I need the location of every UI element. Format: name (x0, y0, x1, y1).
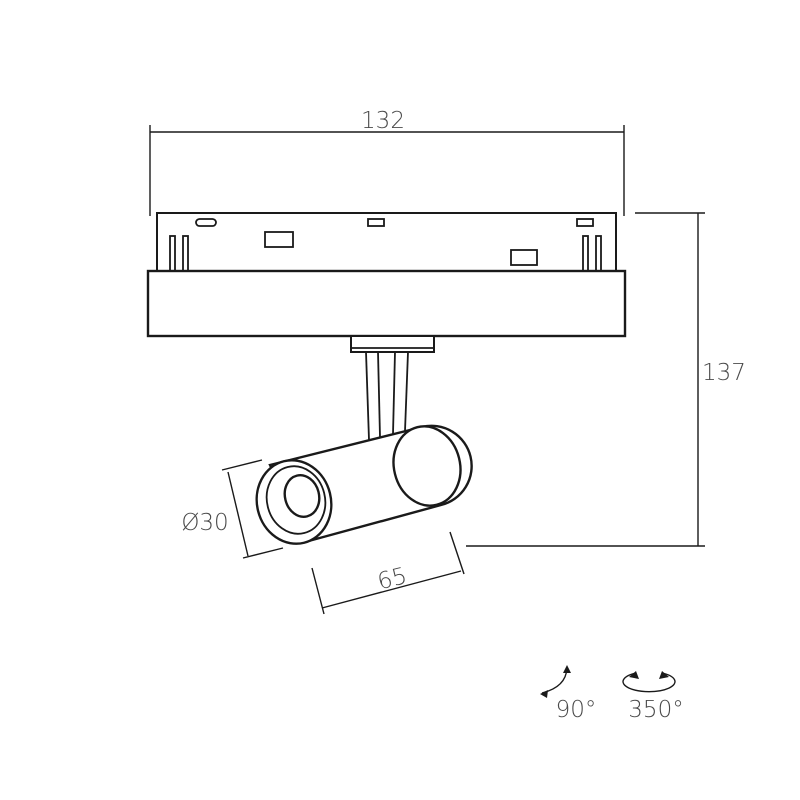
pan-rotation: 350° (622, 671, 684, 723)
tilt-rotation: 90° (540, 665, 596, 723)
spotlight-head (255, 424, 473, 545)
width-dimension-label: 132 (361, 108, 405, 134)
diameter-dimension: Ø30 (181, 459, 284, 559)
height-dimension-label: 137 (702, 360, 746, 386)
pan-angle-label: 350° (628, 697, 683, 723)
tilt-angle-label: 90° (556, 697, 597, 723)
width-dimension: 132 (149, 108, 625, 216)
diameter-dimension-label: Ø30 (181, 510, 228, 536)
tilt-arrow-icon (540, 665, 571, 698)
track-adapter (156, 212, 617, 274)
connector-block (350, 335, 435, 353)
base-body (146, 269, 627, 338)
pan-arrow-icon (622, 671, 676, 693)
length-dimension-label: 65 (375, 563, 410, 595)
mounting-arm (365, 351, 409, 441)
length-dimension: 65 (311, 531, 465, 615)
height-dimension: 137 (466, 212, 746, 547)
